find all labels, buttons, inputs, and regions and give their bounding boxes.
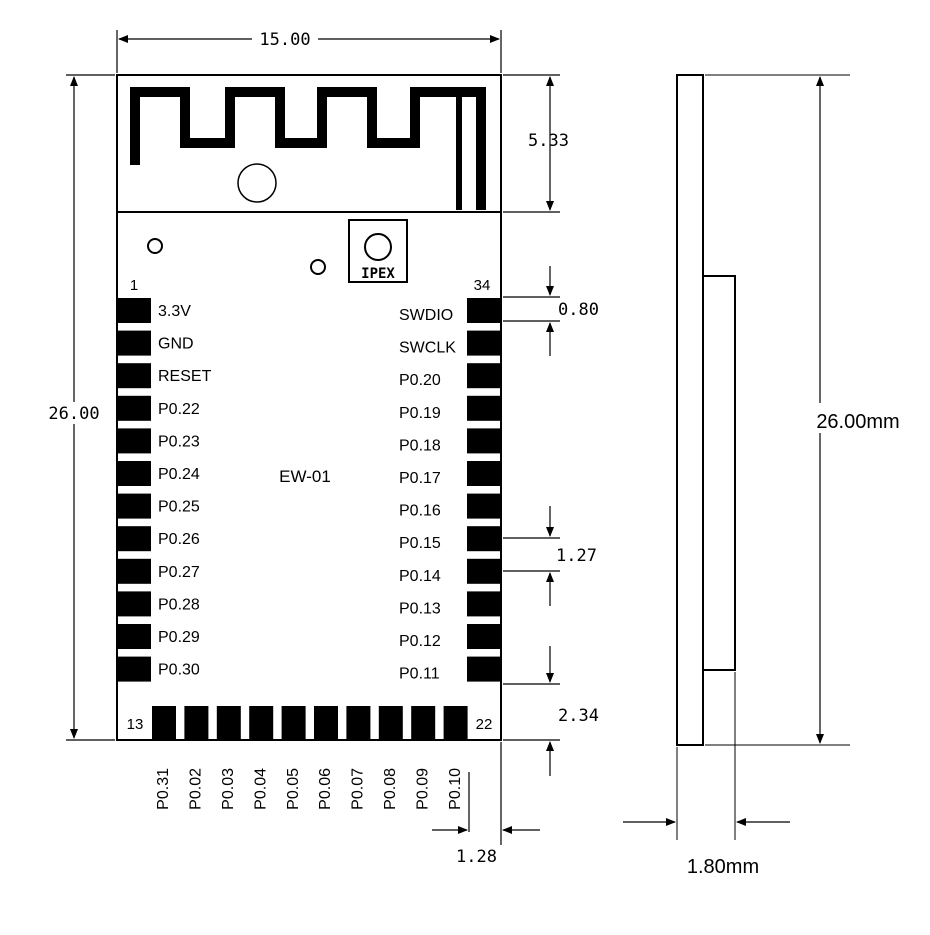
pin1-marker-hole [147, 238, 163, 254]
left-pin-label: P0.26 [158, 531, 200, 548]
left-pin-label: P0.29 [158, 629, 200, 646]
left-pin-pad [118, 428, 151, 454]
right-pin-pad [467, 298, 500, 323]
antenna-mount-hole [237, 163, 277, 203]
antenna-trace [130, 87, 486, 210]
left-pin-pads: 3.3V GND RESET P0.22P0.23P0.24P0.25P0.26P0.… [118, 298, 212, 682]
bottom-pin-pad [443, 706, 468, 740]
side-height-dimension: 26.00mm [816, 411, 899, 433]
left-pin-label: P0.25 [158, 499, 200, 516]
right-pin-pad [467, 461, 500, 486]
pin-number-34: 34 [474, 277, 491, 294]
module-outline [116, 74, 502, 741]
bottom-pin-label: P0.04 [252, 768, 269, 810]
left-pin-label: P0.28 [158, 596, 200, 613]
bottom-pin-pad [152, 706, 176, 740]
left-pin-pad [118, 591, 151, 617]
left-pin-label: GND [158, 336, 194, 353]
bottom-pin-pad [346, 706, 371, 740]
bottom-pin-pad [281, 706, 306, 740]
right-pin-label: SWCLK [399, 340, 456, 357]
left-pin-label: P0.22 [158, 401, 200, 418]
height-dimension: 26.00 [48, 404, 99, 424]
right-pin-pad [467, 558, 500, 584]
side-view-shield [702, 275, 736, 671]
bottom-pin-pad [184, 706, 209, 740]
right-pin-label: P0.17 [399, 470, 441, 487]
right-pin-pad [467, 395, 500, 421]
right-pin-pads: SWDIO SWCLK P0.20P0.19P0.18P0.17P0.16P0.15… [399, 298, 500, 683]
ipex-connector [348, 219, 408, 283]
left-pin-pad [118, 558, 151, 584]
bottom-pin-label: P0.08 [382, 768, 399, 810]
width-dimension: 15.00 [259, 30, 310, 50]
bottom-pin-label: P0.09 [414, 768, 431, 810]
left-pin-pad [118, 395, 151, 421]
right-pin-pad [467, 526, 500, 552]
left-pin-label: 3.3V [158, 303, 191, 320]
left-pin-label: P0.27 [158, 564, 200, 581]
right-pin-pad [467, 591, 500, 617]
pin-number-1: 1 [130, 277, 138, 294]
bottom-pin-pad [314, 706, 338, 740]
bottom-pin-label: P0.02 [188, 768, 205, 810]
right-pin-label: P0.15 [399, 535, 441, 552]
ipex-connector-ring [364, 233, 392, 261]
right-pin-pad [467, 330, 500, 356]
bottom-pin-pad [216, 706, 241, 740]
side-thickness-dimension: 1.80mm [687, 856, 759, 878]
pin-offset-dimension: 0.80 [558, 300, 599, 320]
right-pin-label: P0.14 [399, 568, 441, 585]
module-name: EW-01 [279, 467, 331, 486]
left-pin-pad [118, 461, 151, 486]
bottom-pin-label: P0.07 [350, 768, 367, 810]
bottom-pin-label: P0.31 [155, 768, 172, 810]
bottom-pin-label: P0.03 [220, 768, 237, 810]
ipex-label: IPEX [361, 266, 395, 282]
left-pin-label: RESET [158, 368, 212, 385]
pin-number-13: 13 [127, 716, 144, 733]
right-pin-label: P0.18 [399, 437, 441, 454]
fiducial-hole [310, 259, 326, 275]
left-pin-pad [118, 493, 151, 519]
pin-pitch-dimension: 1.27 [556, 546, 597, 566]
left-pin-pad [118, 363, 151, 389]
bottom-edge-dimension: 1.28 [456, 847, 497, 867]
right-pin-pad [467, 493, 500, 519]
left-pin-pad [118, 298, 151, 323]
right-pin-label: P0.19 [399, 405, 441, 422]
left-pin-label: P0.23 [158, 433, 200, 450]
antenna-height-dimension: 5.33 [528, 131, 569, 151]
bottom-offset-dimension: 2.34 [558, 706, 599, 726]
right-pin-label: SWDIO [399, 307, 453, 324]
bottom-pin-label: P0.05 [285, 768, 302, 810]
left-pin-pad [118, 624, 151, 649]
side-view-board [676, 74, 704, 746]
bottom-pin-pad [411, 706, 436, 740]
right-pin-label: P0.12 [399, 633, 441, 650]
right-pin-label: P0.11 [399, 666, 440, 683]
pin-number-22: 22 [476, 716, 493, 733]
bottom-pin-label: P0.10 [447, 768, 464, 810]
left-pin-pad [118, 656, 151, 682]
right-pin-pad [467, 624, 500, 649]
bottom-pin-pad [249, 706, 274, 740]
right-pin-pad [467, 656, 500, 682]
right-pin-label: P0.16 [399, 503, 441, 520]
left-pin-pad [118, 526, 151, 552]
right-pin-label: P0.20 [399, 372, 441, 389]
right-pin-pad [467, 428, 500, 454]
bottom-pin-pad [378, 706, 403, 740]
bottom-pin-pads: P0.31 P0.02 P0.03 P0.04 P0.05 P0.06 P0.07 P0.08… [152, 706, 468, 810]
left-pin-label: P0.24 [158, 466, 200, 483]
right-pin-label: P0.13 [399, 600, 441, 617]
bottom-pin-label: P0.06 [317, 768, 334, 810]
right-pin-pad [467, 363, 500, 389]
left-pin-pad [118, 330, 151, 356]
left-pin-label: P0.30 [158, 662, 200, 679]
